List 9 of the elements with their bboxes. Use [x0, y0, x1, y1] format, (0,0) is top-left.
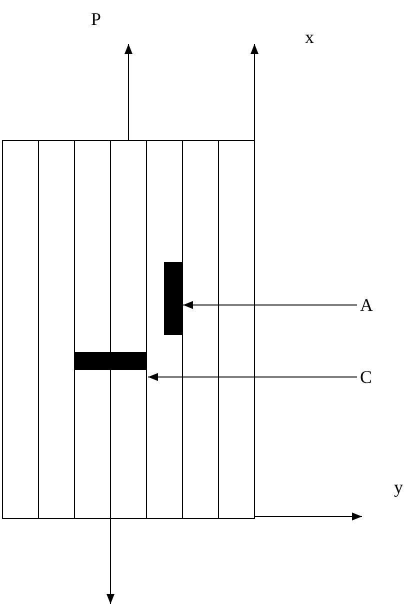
axis-label: y: [394, 478, 403, 496]
callout-letter: C: [360, 368, 372, 386]
callout-letter: A: [360, 296, 373, 314]
axis-label: x: [305, 28, 314, 46]
crack-mark: [74, 352, 147, 370]
leader-line: [182, 301, 358, 309]
crack-mark: [164, 262, 182, 335]
leader-line: [148, 373, 358, 381]
load-label: P: [91, 10, 102, 28]
